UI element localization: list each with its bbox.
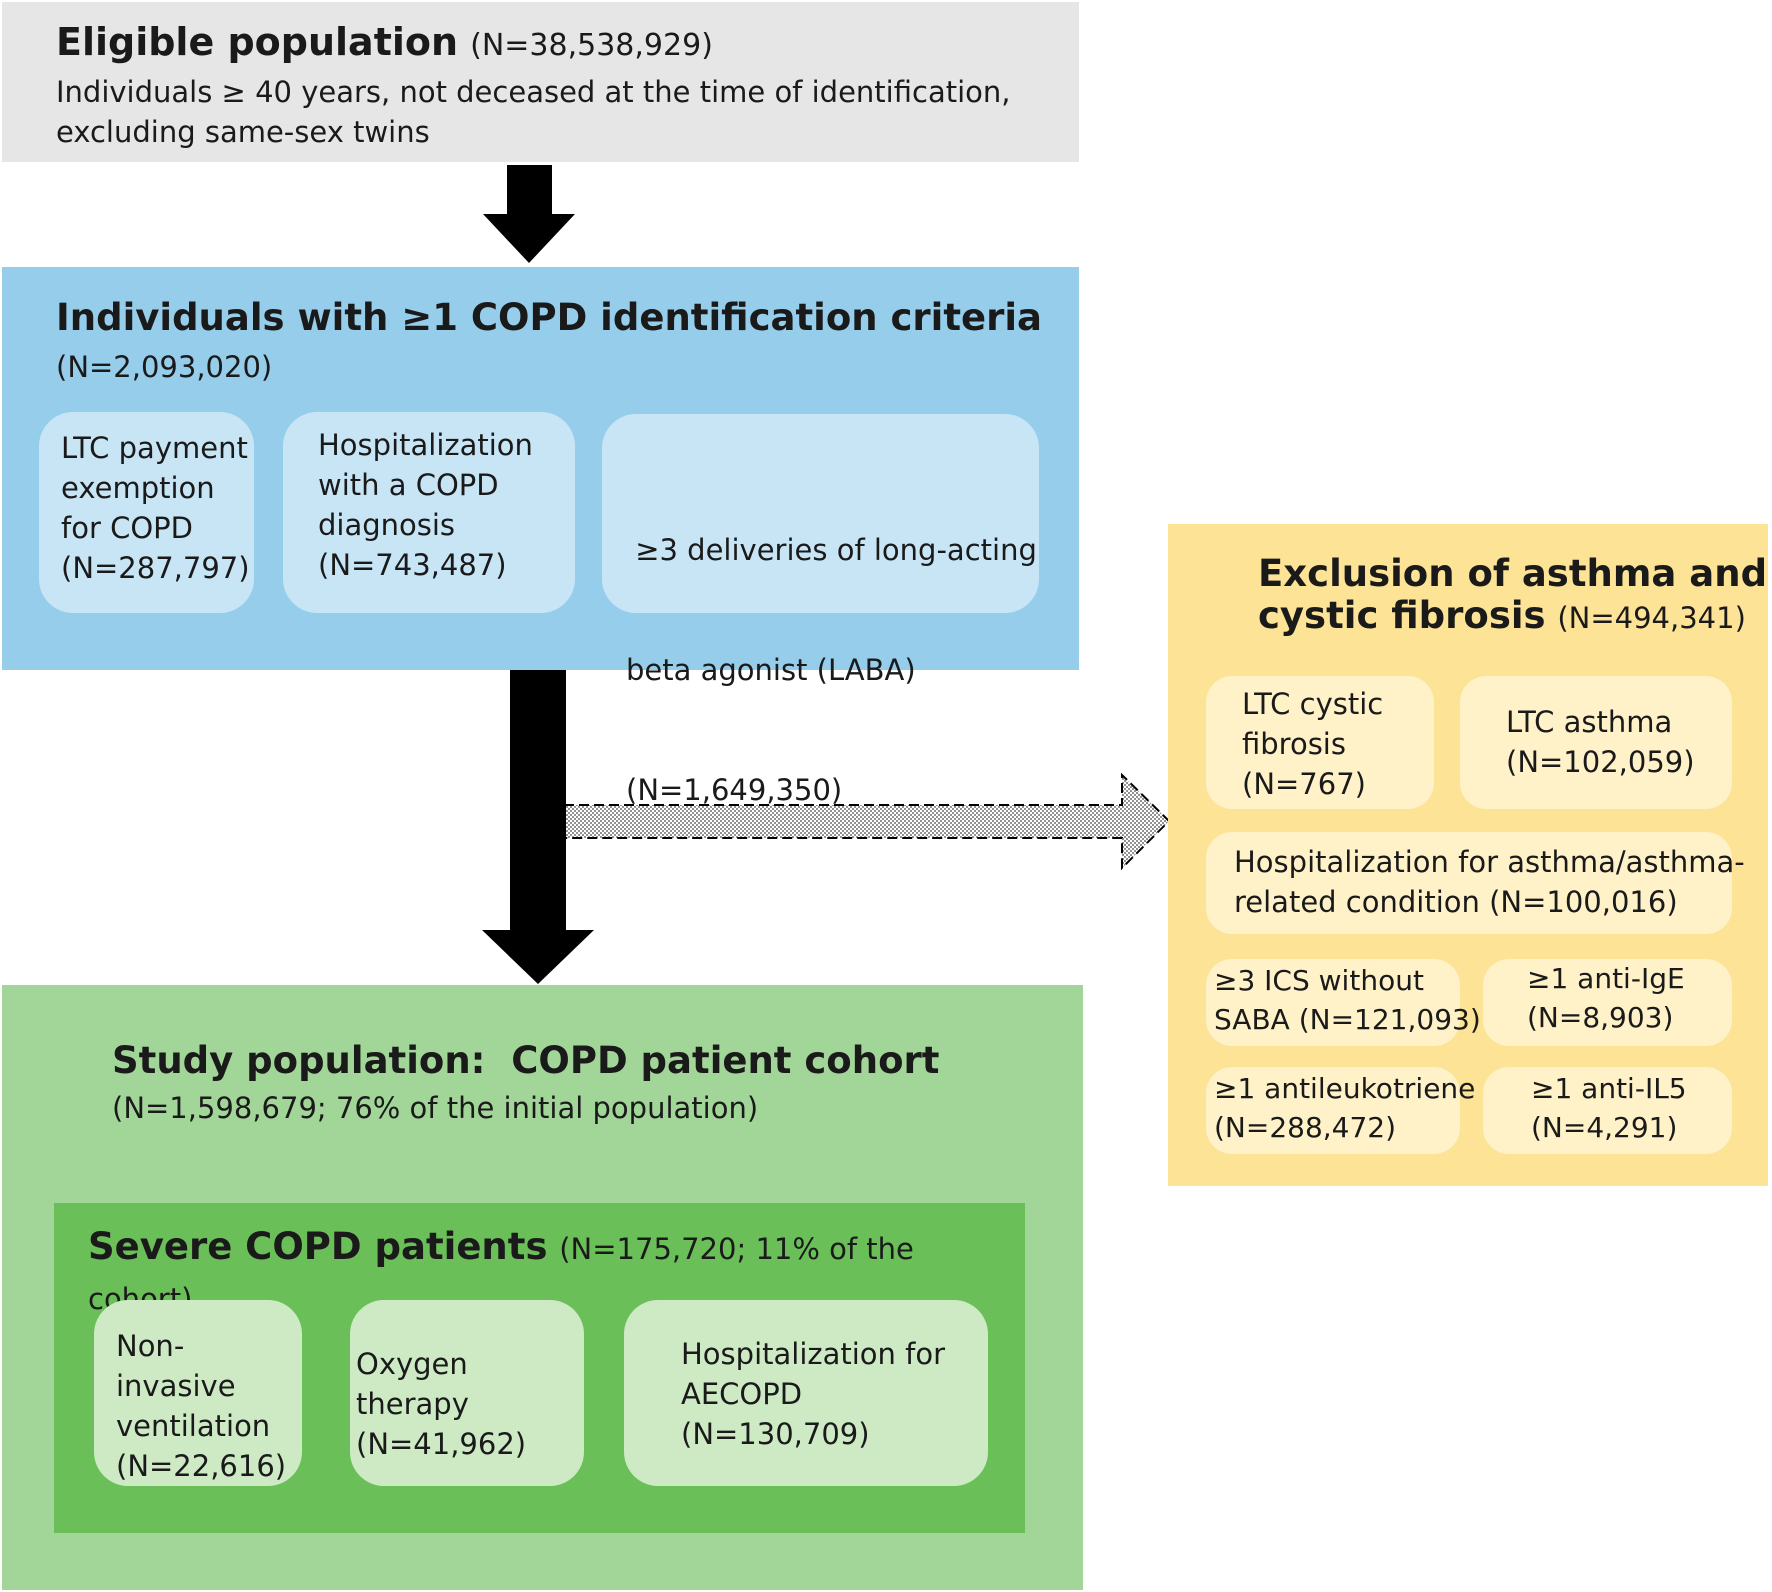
criterion-line: beta agonist (LABA) xyxy=(626,653,916,687)
criterion-line: (N=743,487) xyxy=(318,548,507,582)
eligible-title: Eligible population xyxy=(56,20,459,64)
severe-title: Severe COPD patients xyxy=(88,1225,548,1268)
exclusion-line: Hospitalization for asthma/asthma- xyxy=(1234,845,1745,879)
down-arrow-2 xyxy=(482,670,594,984)
exclusion-line: (N=767) xyxy=(1242,767,1366,801)
severe-line: Non-invasive xyxy=(116,1329,236,1403)
severe-line: Oxygen therapy xyxy=(356,1347,469,1421)
severe-hospitalization-aecopd: Hospitalization for AECOPD (N=130,709) xyxy=(624,1300,988,1486)
criterion-line: with a COPD xyxy=(318,468,499,502)
exclusion-line: SABA (N=121,093) xyxy=(1214,1003,1481,1036)
exclusion-line: ≥1 antileukotriene xyxy=(1214,1072,1476,1105)
severe-line: (N=130,709) xyxy=(681,1417,870,1451)
down-arrow-1 xyxy=(483,165,575,263)
exclusion-line: (N=102,059) xyxy=(1506,745,1695,779)
exclusion-line: related condition (N=100,016) xyxy=(1234,885,1678,919)
criterion-line: for COPD xyxy=(61,511,193,545)
exclusion-ics-without-saba: ≥3 ICS without SABA (N=121,093) xyxy=(1206,959,1481,1046)
criterion-hospitalization-copd: Hospitalization with a COPD diagnosis (N… xyxy=(283,412,575,613)
exclusion-line: LTC cystic xyxy=(1242,687,1384,721)
eligible-description: Individuals ≥ 40 years, not deceased at … xyxy=(56,72,1079,152)
eligible-desc-line: excluding same-sex twins xyxy=(56,115,430,149)
eligible-desc-line: Individuals ≥ 40 years, not deceased at … xyxy=(56,75,1011,109)
exclusion-title-line: Exclusion of asthma and xyxy=(1258,552,1768,595)
criterion-line: exemption xyxy=(61,471,215,505)
exclusion-ltc-asthma: LTC asthma (N=102,059) xyxy=(1460,676,1732,809)
exclusion-line: (N=288,472) xyxy=(1214,1111,1397,1144)
criterion-line: (N=287,797) xyxy=(61,551,250,585)
criterion-line: ≥3 deliveries of long-acting xyxy=(626,533,1037,567)
exclusion-antileukotriene: ≥1 antileukotriene (N=288,472) xyxy=(1206,1067,1476,1154)
criterion-ltc-copd: LTC payment exemption for COPD (N=287,79… xyxy=(39,412,254,613)
severe-line: AECOPD xyxy=(681,1377,803,1411)
copd-identification-box: Individuals with ≥1 COPD identification … xyxy=(2,267,1079,807)
exclusion-arrow xyxy=(563,772,1171,871)
exclusion-line: ≥3 ICS without xyxy=(1214,964,1424,997)
exclusion-line: ≥1 anti-IL5 xyxy=(1531,1072,1687,1105)
identification-count: (N=2,093,020) xyxy=(56,350,273,384)
criterion-line: Hospitalization xyxy=(318,428,533,462)
exclusion-heading: Exclusion of asthma and cystic fibrosis … xyxy=(1258,553,1767,639)
severe-oxygen-therapy: Oxygen therapy (N=41,962) xyxy=(350,1300,584,1486)
eligible-population-box: Eligible population (N=38,538,929) Indiv… xyxy=(2,2,1079,162)
exclusion-line: (N=4,291) xyxy=(1531,1111,1678,1144)
severe-line: ventilation xyxy=(116,1409,271,1443)
severe-line: (N=41,962) xyxy=(356,1427,527,1461)
study-count: (N=1,598,679; 76% of the initial populat… xyxy=(112,1091,759,1125)
exclusion-line: (N=8,903) xyxy=(1527,1001,1674,1034)
criterion-line: (N=1,649,350) xyxy=(626,773,843,807)
study-title: Study population: COPD patient cohort xyxy=(112,1039,940,1082)
exclusion-count: (N=494,341) xyxy=(1557,601,1746,635)
criterion-line: diagnosis xyxy=(318,508,456,542)
exclusion-hospitalization-asthma: Hospitalization for asthma/asthma- relat… xyxy=(1206,832,1745,934)
exclusion-anti-ige: ≥1 anti-IgE (N=8,903) xyxy=(1483,959,1732,1046)
eligible-count: (N=38,538,929) xyxy=(470,28,713,63)
exclusion-line: ≥1 anti-IgE xyxy=(1527,962,1685,995)
criterion-line: LTC payment xyxy=(61,431,248,465)
eligible-heading: Eligible population (N=38,538,929) xyxy=(56,18,1079,70)
exclusion-anti-il5: ≥1 anti-IL5 (N=4,291) xyxy=(1483,1067,1732,1154)
criterion-laba: ≥3 deliveries of long-acting beta agonis… xyxy=(602,414,1039,807)
severe-copd-box: Severe COPD patients (N=175,720; 11% of … xyxy=(54,1203,1025,1533)
exclusion-line: fibrosis xyxy=(1242,727,1346,761)
severe-non-invasive-ventilation: Non-invasive ventilation (N=22,616) xyxy=(94,1300,302,1486)
severe-line: (N=22,616) xyxy=(116,1449,287,1483)
identification-title: Individuals with ≥1 COPD identification … xyxy=(56,296,1043,339)
severe-line: Hospitalization for xyxy=(681,1337,946,1371)
exclusion-title-line: cystic fibrosis xyxy=(1258,594,1546,637)
exclusion-line: LTC asthma xyxy=(1506,705,1673,739)
exclusion-ltc-cystic-fibrosis: LTC cystic fibrosis (N=767) xyxy=(1206,676,1434,809)
exclusion-box: Exclusion of asthma and cystic fibrosis … xyxy=(1168,524,1768,1186)
